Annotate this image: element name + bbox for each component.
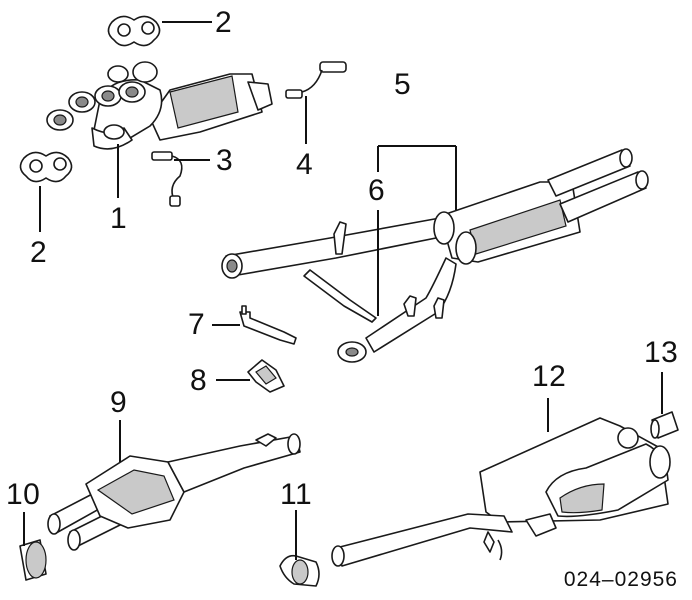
catalytic-converter-9	[47, 433, 301, 551]
bracket-7	[239, 305, 297, 345]
gasket-left	[19, 151, 73, 183]
gasket-top	[107, 15, 161, 47]
exhaust-manifold	[46, 61, 273, 150]
callout-6: 6	[368, 174, 386, 207]
diagram-part-number: 024–02956	[563, 568, 678, 591]
callout-9: 9	[110, 386, 128, 419]
callout-4: 4	[296, 148, 314, 181]
callout-7: 7	[188, 308, 206, 341]
callout-1: 1	[110, 202, 128, 235]
bracket-8	[247, 359, 285, 393]
callout-3: 3	[216, 144, 234, 177]
oxygen-sensor-3	[151, 151, 183, 207]
callout-5: 5	[394, 68, 412, 101]
callout-10: 10	[6, 478, 41, 511]
callout-2-left: 2	[30, 236, 48, 269]
clamp-10	[19, 539, 47, 581]
sleeve-13	[650, 411, 679, 439]
callout-2-top: 2	[215, 6, 233, 39]
clamp-11	[279, 554, 320, 587]
rear-muffler-12	[331, 417, 671, 567]
leader-lines	[23, 21, 663, 560]
callout-12: 12	[532, 360, 567, 393]
center-muffler-assembly	[221, 148, 649, 363]
callout-11: 11	[280, 478, 313, 511]
callout-8: 8	[190, 364, 208, 397]
oxygen-sensor-4	[285, 61, 347, 99]
callout-13: 13	[644, 336, 679, 369]
